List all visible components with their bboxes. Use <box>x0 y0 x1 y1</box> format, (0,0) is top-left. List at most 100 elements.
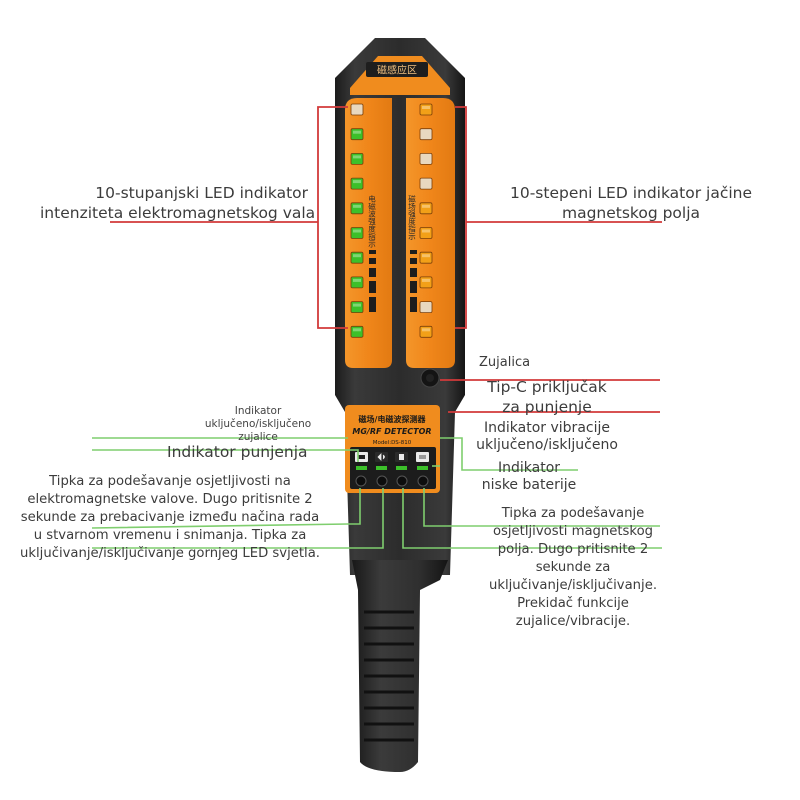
em-led-glint-3 <box>353 155 361 159</box>
buzzer-indicator <box>355 452 368 462</box>
mag-sensitivity-button[interactable] <box>417 475 429 487</box>
mag-led-10 <box>419 325 433 338</box>
mag-led-8 <box>419 276 433 289</box>
low-battery-indicator-label: Indikator niske baterije <box>470 460 588 494</box>
buzzer-label: Zujalica <box>479 355 531 370</box>
em-led-glint-10 <box>353 328 361 332</box>
mag-led-indicator-line-2: magnetskog polja <box>561 204 701 222</box>
em-led-indicator-line-2: intenziteta elektromagnetskog vala <box>40 204 316 222</box>
em-led-glint-5 <box>353 204 361 208</box>
mag-sensitivity-button-label: Tipka za podešavanje osjetljivosti magne… <box>468 505 678 631</box>
mag-led-5 <box>419 202 433 215</box>
mag-led-6 <box>419 227 433 239</box>
em-led-9 <box>350 301 364 314</box>
em-led-glint-6 <box>353 229 361 233</box>
em-led-glint-4 <box>353 180 361 184</box>
mag-signal-bars-graphic <box>410 250 417 312</box>
em-sensitivity-line-4: u stvarnom vremenu i snimanja. Tipka za <box>33 528 307 543</box>
buzzer-power-indicator-line-3: zujalice <box>238 431 278 443</box>
em-led-10 <box>350 325 364 338</box>
vibration-indicator-line-2: uključeno/isključeno <box>476 437 618 453</box>
em-signal-bars-graphic <box>369 250 376 312</box>
mag-led-indicator-label: 10-stepeni LED indikator jačine magnetsk… <box>496 183 766 223</box>
buzzer-power-indicator-line-1: Indikator <box>234 405 282 417</box>
mag-led-1 <box>419 103 433 116</box>
green-callout-lines <box>91 437 662 549</box>
usb-c-line-1: Tip-C priključak <box>487 378 607 396</box>
buzzer-power-indicator-line-2: uključeno/isključeno <box>204 418 312 430</box>
em-led-7 <box>350 251 364 264</box>
panel-model: Model:DS-810 <box>373 440 412 446</box>
mag-led-glint-8 <box>422 278 430 282</box>
mag-led-7 <box>419 251 433 264</box>
em-led-strip <box>345 98 392 368</box>
vibration-indicator-label: Indikator vibracije uključeno/isključeno <box>462 420 632 454</box>
mag-led-4 <box>419 177 433 190</box>
em-sensitivity-line-2: elektromagnetske valove. Dugo pritisnite… <box>27 492 313 507</box>
mag-led-glint-6 <box>422 229 430 233</box>
em-led-glint-7 <box>353 254 361 258</box>
mag-led-glint-5 <box>422 204 430 208</box>
mag-led-2 <box>419 128 433 141</box>
sensing-window-label: 磁感应区 <box>377 64 417 77</box>
em-led-glint-2 <box>353 130 361 134</box>
mag-sensitivity-line-4: sekunde za <box>535 560 611 575</box>
em-sensitivity-line-3: sekunde za prebacivanje između načina ra… <box>20 510 320 525</box>
mag-strip-vertical-label: 磁场强度指示 <box>407 194 416 241</box>
button-bay <box>350 447 436 489</box>
em-led-glint-8 <box>353 278 361 282</box>
charging-indicator-label: Indikator punjenja <box>167 443 308 461</box>
mag-sensitivity-line-6: Prekidač funkcije <box>517 596 629 611</box>
panel-title-en: MG/RF DETECTOR <box>352 427 431 436</box>
charging-status-led <box>396 466 407 470</box>
mag-sensitivity-line-1: Tipka za podešavanje <box>501 506 645 521</box>
em-led-8 <box>350 276 364 289</box>
mag-led-glint-1 <box>422 106 430 109</box>
buzzer-power-indicator-label: Indikator uključeno/isključeno zujalice <box>198 405 318 444</box>
red-callout-lines <box>110 106 662 413</box>
mag-led-glint-10 <box>422 328 430 332</box>
panel-title-cn: 磁场/电磁波探测器 <box>359 414 427 424</box>
mag-led-9 <box>419 301 433 314</box>
em-led-indicator-line-1: 10-stupanjski LED indikator <box>95 184 308 202</box>
low-battery-indicator <box>416 452 429 462</box>
em-led-2 <box>350 128 364 141</box>
mag-sensitivity-line-5: uključivanje/isključivanje. <box>488 578 658 593</box>
mag-led-glint-7 <box>422 254 430 258</box>
buzzer-center <box>426 374 434 382</box>
buzzer-status-led <box>356 466 367 470</box>
mag-sensitivity-line-7: zujalice/vibracije. <box>515 614 631 629</box>
low-battery-indicator-line-2: niske baterije <box>481 477 577 493</box>
em-led-6 <box>350 227 364 239</box>
vibration-status-led <box>376 466 387 470</box>
charging-indicator <box>395 452 408 462</box>
usb-c-label: Tip-C priključak za punjenje <box>472 377 622 417</box>
em-led-column <box>350 103 364 338</box>
mag-led-3 <box>419 152 433 165</box>
em-led-indicator-label: 10-stupanjski LED indikator intenziteta … <box>40 183 316 223</box>
em-led-5 <box>350 202 364 215</box>
mag-sensitivity-line-3: polja. Dugo pritisnite 2 <box>497 542 649 557</box>
em-led-glint-9 <box>353 303 361 307</box>
em-sensitivity-line-5: uključivanje/isključivanje gornjeg LED s… <box>20 546 320 561</box>
mode-button[interactable] <box>376 475 388 487</box>
vibration-indicator <box>375 452 388 462</box>
em-led-4 <box>350 177 364 190</box>
low-battery-indicator-line-1: Indikator <box>497 460 561 476</box>
mag-led-column <box>419 103 433 338</box>
em-sensitivity-line-1: Tipka za podešavanje osjetljivosti na <box>49 474 291 489</box>
em-sensitivity-button[interactable] <box>355 475 367 487</box>
battery-status-led <box>417 466 428 470</box>
em-led-1 <box>350 103 364 116</box>
em-led-3 <box>350 152 364 165</box>
mag-led-indicator-line-1: 10-stepeni LED indikator jačine <box>509 184 753 202</box>
vibration-indicator-line-1: Indikator vibracije <box>484 420 610 436</box>
em-strip-vertical-label: 电磁波强度指示 <box>367 194 376 248</box>
handle-grip-ridges <box>364 610 414 742</box>
usb-c-line-2: za punjenje <box>502 398 592 416</box>
em-sensitivity-button-label: Tipka za podešavanje osjetljivosti na el… <box>20 473 320 563</box>
mag-sensitivity-line-2: osjetljivosti magnetskog <box>492 524 654 539</box>
power-button[interactable] <box>396 475 408 487</box>
